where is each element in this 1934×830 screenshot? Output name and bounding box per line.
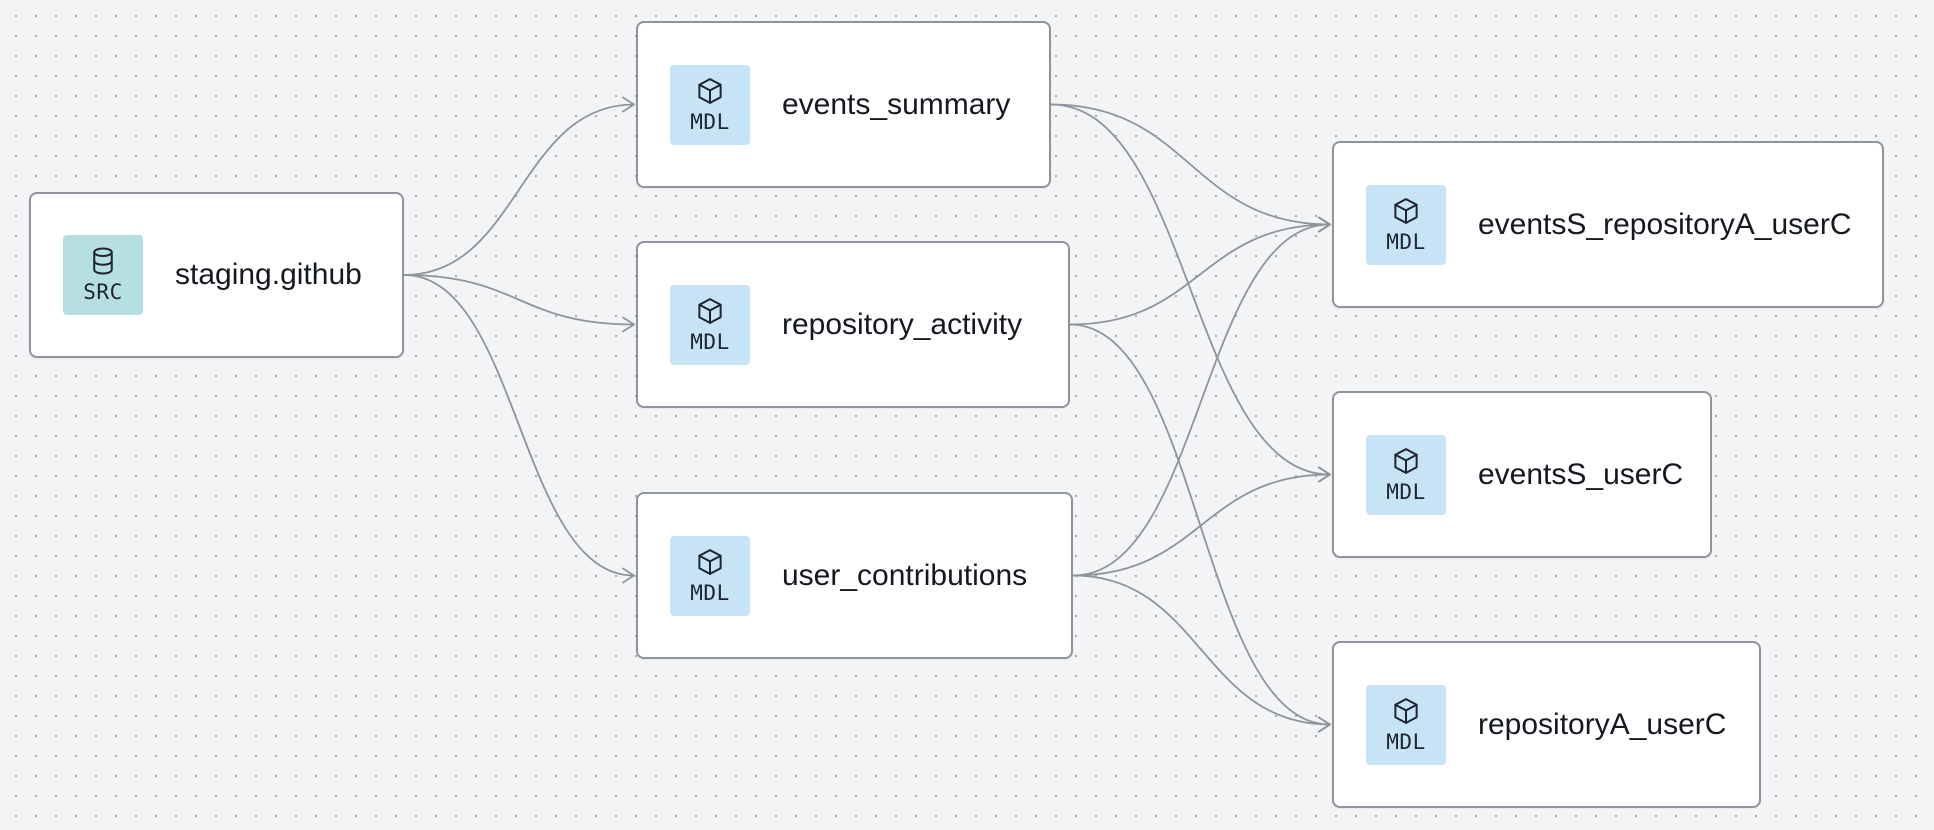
database-icon <box>93 247 113 275</box>
arrowhead-icon <box>1318 216 1331 233</box>
edge-staging_github-to-events_summary <box>403 103 635 276</box>
badge-type: SRC <box>83 280 123 304</box>
node-label: repositoryA_userC <box>1478 707 1727 741</box>
badge-type: MDL <box>1386 229 1426 254</box>
badge-type: MDL <box>690 329 730 354</box>
edge-events_summary-to-eventsS_userC <box>1050 103 1331 476</box>
node-eventss-repositorya-userc[interactable]: MDL eventsS_repositoryA_userC <box>1332 141 1884 308</box>
node-repository-activity[interactable]: MDL repository_activity <box>636 241 1070 408</box>
edge-repository_activity-to-eventsS_repositoryA_userC <box>1069 223 1331 326</box>
edge-events_summary-to-eventsS_repositoryA_userC <box>1050 103 1331 226</box>
edge-staging_github-to-user_contributions <box>403 274 635 577</box>
cube-icon <box>1394 697 1418 724</box>
badge-type: MDL <box>1386 479 1426 504</box>
mdl-badge: MDL <box>1366 184 1446 265</box>
mdl-badge: MDL <box>1366 434 1446 515</box>
arrowhead-icon <box>1318 216 1331 233</box>
edge-user_contributions-to-eventsS_userC <box>1072 473 1331 577</box>
node-label: eventsS_userC <box>1478 457 1684 491</box>
arrowhead-icon <box>1318 716 1331 733</box>
arrowhead-icon <box>622 567 635 584</box>
node-eventss-userc[interactable]: MDL eventsS_userC <box>1332 391 1712 558</box>
edge-user_contributions-to-repositoryA_userC <box>1072 574 1331 726</box>
arrowhead-icon <box>1318 716 1331 733</box>
arrowhead-icon <box>1318 216 1331 233</box>
node-events-summary[interactable]: MDL events_summary <box>636 21 1051 188</box>
node-repositorya-userc[interactable]: MDL repositoryA_userC <box>1332 641 1761 808</box>
cube-icon <box>698 77 722 104</box>
arrowhead-icon <box>622 316 635 333</box>
node-label: staging.github <box>175 258 362 291</box>
arrowhead-icon <box>622 96 635 113</box>
cube-icon <box>1394 197 1418 224</box>
node-label: eventsS_repositoryA_userC <box>1478 207 1852 241</box>
badge-type: MDL <box>1386 729 1426 754</box>
edge-staging_github-to-repository_activity <box>403 274 635 326</box>
edge-user_contributions-to-eventsS_repositoryA_userC <box>1072 223 1331 577</box>
mdl-badge: MDL <box>670 64 750 145</box>
node-label: user_contributions <box>782 558 1028 592</box>
arrowhead-icon <box>1318 466 1331 483</box>
node-staging-github[interactable]: SRC staging.github <box>29 192 404 358</box>
edge-repository_activity-to-repositoryA_userC <box>1069 323 1331 726</box>
cube-icon <box>698 548 722 575</box>
mdl-badge: MDL <box>670 284 750 365</box>
node-label: repository_activity <box>782 307 1023 341</box>
cube-icon <box>1394 447 1418 474</box>
node-label: events_summary <box>782 87 1011 121</box>
mdl-badge: MDL <box>670 535 750 616</box>
badge-type: MDL <box>690 109 730 134</box>
badge-type: MDL <box>690 580 730 605</box>
arrowhead-icon <box>1318 466 1331 483</box>
node-user-contributions[interactable]: MDL user_contributions <box>636 492 1073 659</box>
src-badge: SRC <box>63 235 143 315</box>
mdl-badge: MDL <box>1366 684 1446 765</box>
cube-icon <box>698 297 722 324</box>
